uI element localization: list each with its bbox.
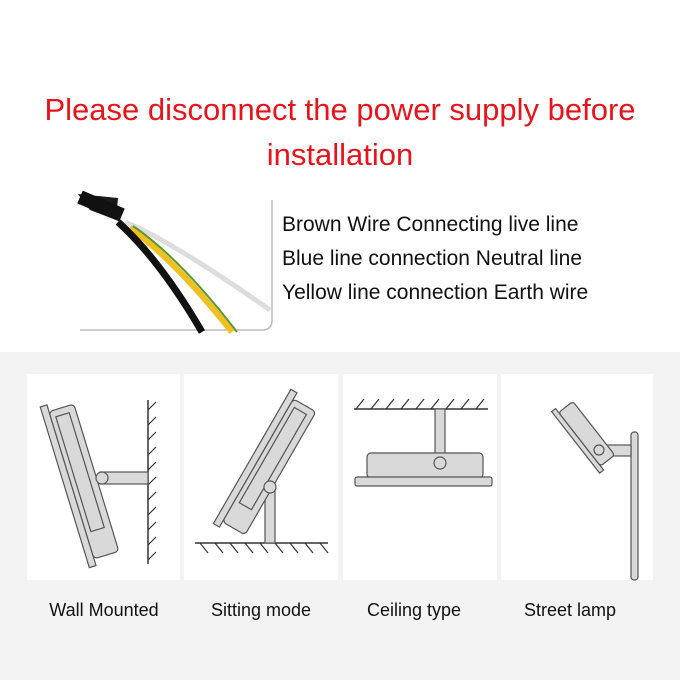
- warning-title-line1: Please disconnect the power supply befor…: [44, 92, 636, 127]
- label-street-lamp: Street lamp: [523, 600, 617, 620]
- street-lamp-drawing: [550, 402, 639, 581]
- wire-blue-text: Blue line connection Neutral line: [282, 247, 583, 270]
- label-sitting-mode: Sitting mode: [210, 600, 312, 620]
- wire-brown-text: Brown Wire Connecting live line: [282, 213, 579, 236]
- ceiling-type-drawing: [354, 398, 493, 487]
- label-ceiling-type: Ceiling type: [366, 600, 462, 620]
- warning-title-line2: installation: [266, 137, 414, 172]
- wall-mount-drawing: [39, 400, 157, 569]
- wire-yellow-text: Yellow line connection Earth wire: [282, 281, 589, 304]
- cable-illustration: [77, 190, 273, 334]
- label-wall-mounted: Wall Mounted: [49, 600, 159, 620]
- sitting-mode-drawing: [195, 388, 329, 554]
